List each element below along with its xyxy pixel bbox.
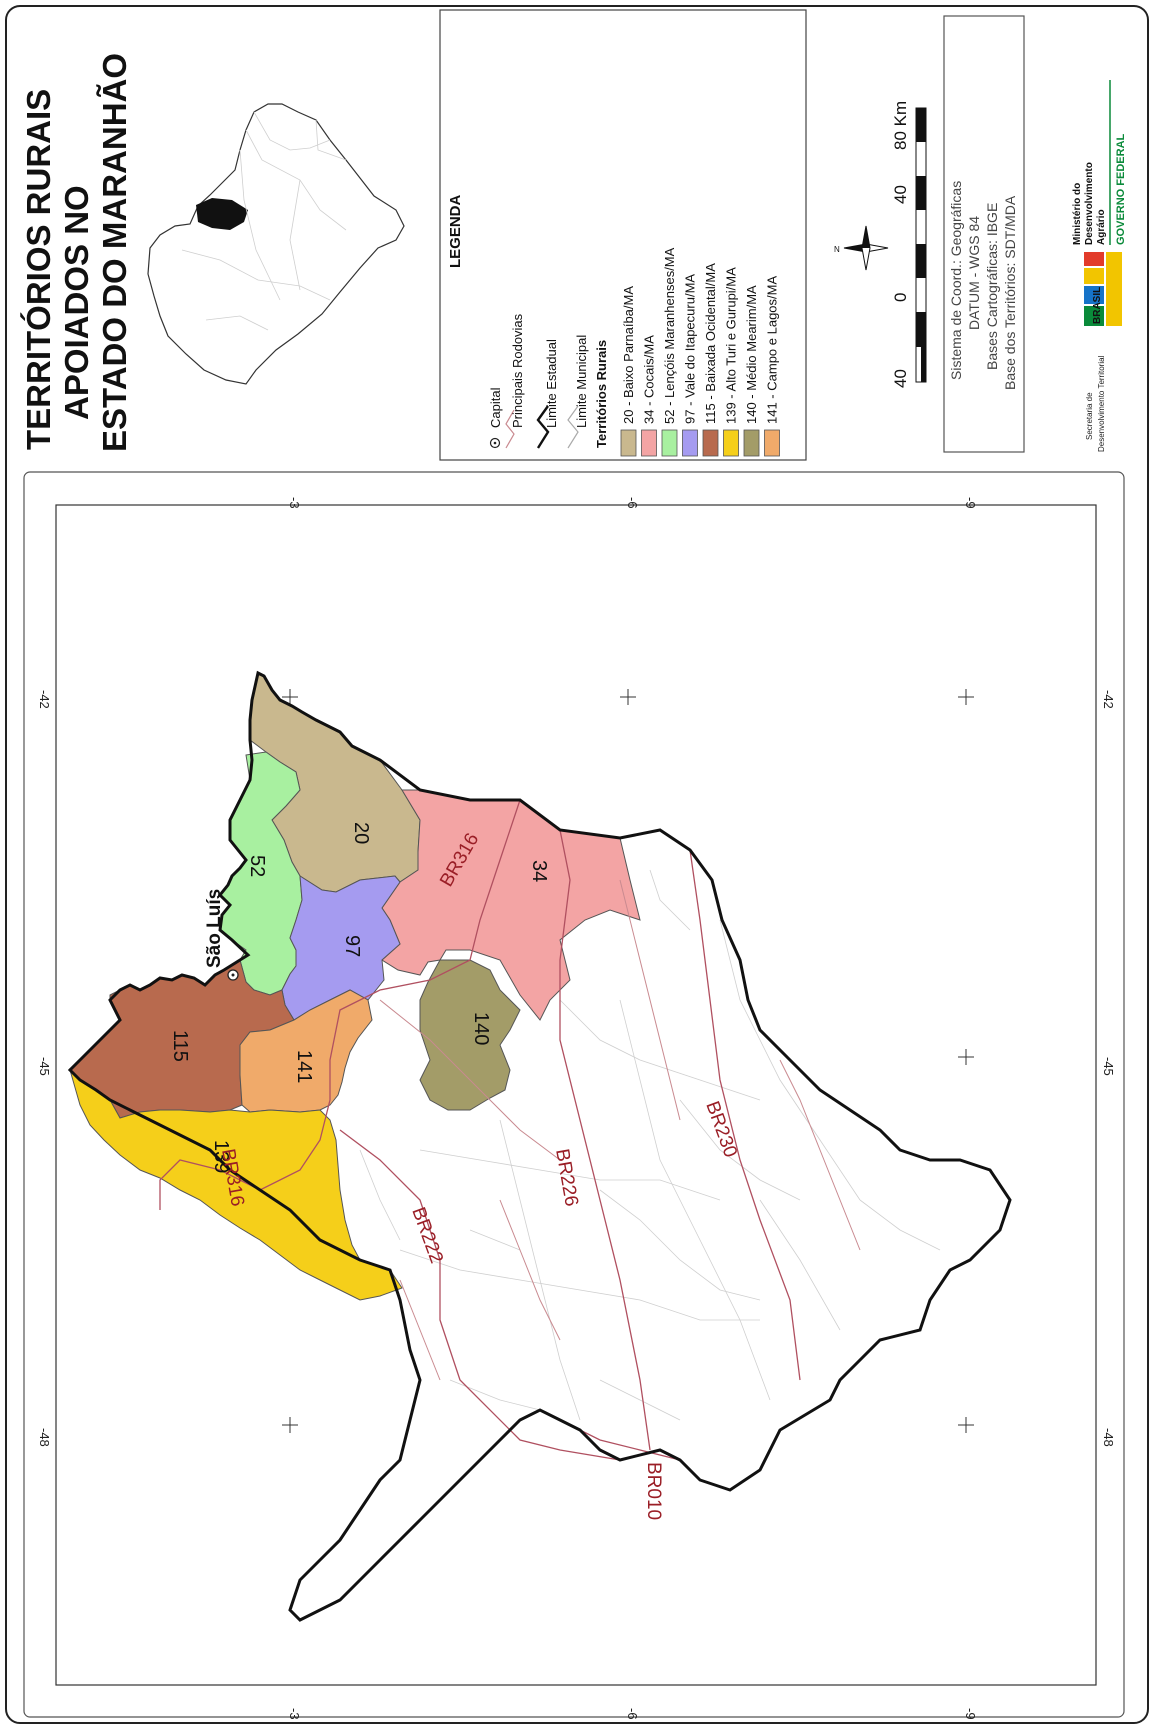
credits-box: Sistema de Coord.: Geográficas DATUM - W… bbox=[943, 15, 1025, 453]
territory-label-97: 97 bbox=[341, 935, 363, 957]
state-border bbox=[67, 670, 1012, 1622]
territory-label-34: 34 bbox=[528, 860, 550, 882]
maranhao-highlight bbox=[196, 198, 248, 230]
legend-swatch-20 bbox=[620, 429, 637, 457]
lat-tick-bottom-6: -6 bbox=[625, 1708, 640, 1720]
legend-swatch-115 bbox=[702, 429, 719, 457]
credits-frame bbox=[943, 15, 1025, 453]
lat-tick-bottom-9: -9 bbox=[963, 1708, 978, 1720]
legend-heading: LEGENDA bbox=[447, 194, 464, 268]
municipal-limits bbox=[359, 869, 941, 1421]
title-line2: APOIADOS NO bbox=[58, 185, 95, 420]
title-panel: TERRITÓRIOS RURAIS APOIADOS NO ESTADO DO… bbox=[20, 53, 133, 452]
legend-territory-20: 20 - Baixo Parnaíba/MA bbox=[621, 286, 636, 424]
legend-item-municipal-border: Limite Municipal bbox=[574, 335, 589, 428]
legend-swatch-140 bbox=[743, 429, 760, 457]
legend-territory-34: 34 - Cocais/MA bbox=[642, 335, 657, 424]
lon-tick-right-42: -42 bbox=[1101, 690, 1116, 709]
legend-box: LEGENDA Capital Principais Rodovias Limi… bbox=[439, 9, 807, 461]
capital-label-sao-luis: São Luís bbox=[204, 889, 225, 968]
scale-tick-80: 80 Km bbox=[891, 101, 910, 150]
highway-network bbox=[159, 799, 861, 1461]
title-line1: TERRITÓRIOS RURAIS bbox=[20, 89, 57, 450]
locator-inset-map bbox=[147, 103, 405, 385]
scale-bar: 40 0 40 80 Km bbox=[891, 101, 927, 388]
legend-item-roads: Principais Rodovias bbox=[510, 313, 525, 428]
road-br226 bbox=[559, 829, 651, 1451]
territory-legend-list: 20 - Baixo Parnaíba/MA 34 - Cocais/MA 52 -… bbox=[620, 247, 780, 457]
road-br230 bbox=[689, 849, 801, 1381]
territory-label-115: 115 bbox=[169, 1030, 191, 1062]
territory-label-141: 141 bbox=[293, 1050, 315, 1083]
legend-swatch-34 bbox=[641, 429, 657, 457]
page-frame bbox=[5, 5, 1149, 1724]
territory-label-20: 20 bbox=[350, 822, 372, 844]
state-border-icon bbox=[536, 405, 550, 449]
legend-territory-139: 139 - Alto Turi e Gurupi/MA bbox=[724, 267, 739, 424]
municipal-border-icon bbox=[567, 405, 579, 449]
legend-swatch-97 bbox=[682, 429, 698, 457]
lon-tick-left-42: -42 bbox=[37, 690, 52, 709]
ministry-logo: Secretaria de Desenvolvimento Territoria… bbox=[1072, 80, 1127, 452]
main-map-panel: -3 -6 -9 -3 -6 -9 -42 -45 -48 -42 -45 -4… bbox=[23, 471, 1125, 1720]
credits-line4: Base dos Territórios: SDT/MDA bbox=[1002, 195, 1018, 390]
logo-ministerio3: Agrário bbox=[1096, 209, 1107, 245]
road-label-br010: BR010 bbox=[643, 1462, 664, 1520]
logo-secretaria: Secretaria de bbox=[1085, 392, 1094, 440]
scale-tick-40-left: 40 bbox=[891, 369, 910, 388]
legend-item-capital: Capital bbox=[488, 387, 503, 428]
capital-icon bbox=[489, 437, 501, 449]
lat-tick-top-3: -3 bbox=[287, 497, 302, 509]
legend-municipal-row: Limite Municipal bbox=[567, 335, 589, 449]
logo-governo-federal: GOVERNO FEDERAL bbox=[1115, 133, 1127, 245]
legend-swatch-141 bbox=[764, 429, 780, 457]
lon-tick-left-48: -48 bbox=[37, 1428, 52, 1447]
credits-line1: Sistema de Coord.: Geográficas bbox=[948, 181, 964, 380]
brazil-outline bbox=[147, 103, 405, 385]
legend-road-row: Principais Rodovias bbox=[505, 313, 525, 449]
lat-tick-top-6: -6 bbox=[625, 497, 640, 509]
north-arrow-icon: N bbox=[834, 225, 889, 271]
legend-swatch-52 bbox=[661, 429, 678, 457]
title-line3: ESTADO DO MARANHÃO bbox=[96, 53, 133, 452]
road-br222 bbox=[339, 1129, 621, 1461]
legend-territory-141: 141 - Campo e Lagos/MA bbox=[765, 276, 780, 424]
credits-line2: DATUM - WGS 84 bbox=[966, 216, 982, 330]
capital-marker: São Luís bbox=[204, 889, 239, 981]
legend-territory-140: 140 - Médio Mearim/MA bbox=[744, 285, 759, 424]
lon-tick-right-48: -48 bbox=[1101, 1428, 1116, 1447]
road-br316-east bbox=[469, 799, 521, 961]
legend-capital-row: Capital bbox=[488, 387, 503, 449]
legend-territories-heading: Territórios Rurais bbox=[594, 340, 609, 448]
legend-item-state-border: Limite Estadual bbox=[544, 339, 559, 428]
logo-brasil-text: BRASIL bbox=[1092, 287, 1103, 324]
territory-label-139: 139 bbox=[210, 1140, 232, 1173]
credits-line3: Bases Cartográficas: IBGE bbox=[984, 203, 1000, 370]
lon-tick-left-45: -45 bbox=[37, 1057, 52, 1076]
legend-territory-115: 115 - Baixada Ocidental/MA bbox=[703, 263, 718, 424]
legend-state-row: Limite Estadual bbox=[536, 339, 559, 449]
territory-label-140: 140 bbox=[470, 1012, 492, 1045]
lon-tick-right-45: -45 bbox=[1101, 1057, 1116, 1076]
road-br316-west bbox=[159, 959, 471, 1210]
lat-tick-bottom-3: -3 bbox=[287, 1708, 302, 1720]
lat-tick-top-9: -9 bbox=[963, 497, 978, 509]
logo-dev-territorial: Desenvolvimento Territorial bbox=[1097, 355, 1106, 452]
scale-tick-40: 40 bbox=[891, 185, 910, 204]
legend-territory-52: 52 - Lençóis Maranhenses/MA bbox=[662, 247, 677, 424]
capital-icon-dot bbox=[493, 441, 497, 445]
svg-text:N: N bbox=[834, 245, 840, 254]
logo-ministerio1: Ministério do bbox=[1072, 183, 1083, 245]
legend-frame bbox=[439, 9, 807, 461]
scale-tick-0: 0 bbox=[891, 293, 910, 302]
logo-ministerio2: Desenvolvimento bbox=[1084, 162, 1095, 245]
road-icon bbox=[505, 409, 515, 449]
brasil-logo-icon: BRASIL bbox=[1082, 250, 1124, 330]
legend-swatch-139 bbox=[723, 429, 739, 457]
territory-label-52: 52 bbox=[246, 855, 268, 877]
legend-territory-97: 97 - Vale do Itapecuru/MA bbox=[683, 274, 698, 424]
